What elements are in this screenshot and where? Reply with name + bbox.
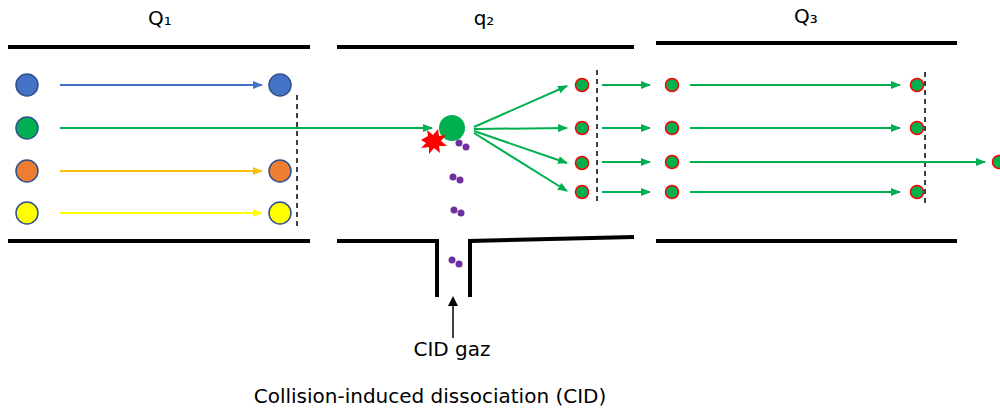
fragment-paths <box>474 85 985 192</box>
gas-label: CID gaz <box>413 337 490 361</box>
exit-lines <box>297 70 925 230</box>
gas-inlet-arrowhead <box>448 296 458 306</box>
gas-inlet-arrow <box>452 305 454 338</box>
quadrupole-label: Q₃ <box>794 4 818 28</box>
quadrupole-rods <box>8 43 957 297</box>
quadrupole-label: Q₁ <box>148 6 172 30</box>
ion-paths <box>60 85 432 213</box>
ions-q1 <box>16 74 291 224</box>
caption: Collision-induced dissociation (CID) <box>254 384 607 408</box>
quadrupole-label: q₂ <box>474 6 495 30</box>
fragment-ions <box>576 79 1000 199</box>
collision-burst <box>421 129 447 154</box>
cid-gas-molecules <box>449 140 470 268</box>
